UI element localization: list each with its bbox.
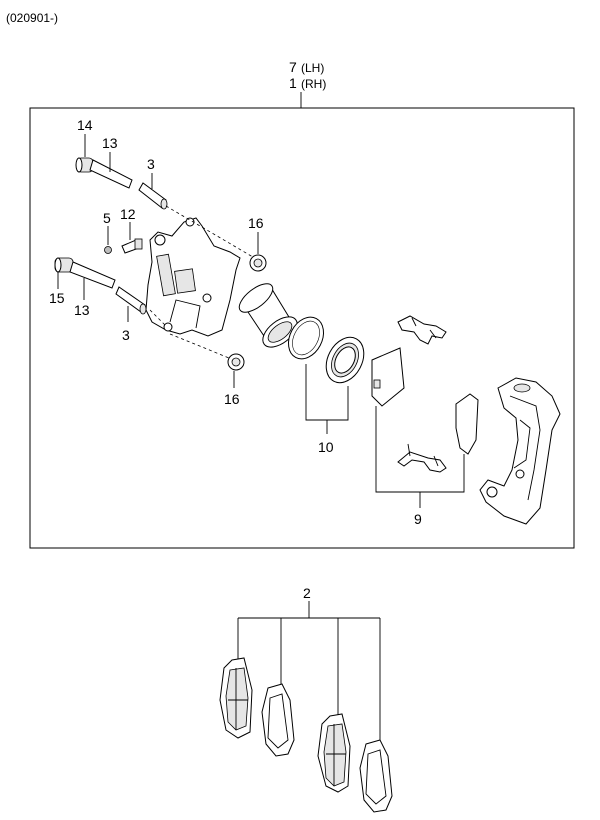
dust-cap-upper: [249, 254, 267, 272]
assembly-rh-number: 1: [289, 75, 297, 91]
guide-sleeve-lower: [115, 286, 147, 315]
callout-12: 12: [120, 206, 136, 222]
assembly-lh-number: 7: [289, 59, 297, 75]
callout-16-upper: 16: [248, 215, 264, 231]
callout-5: 5: [103, 210, 111, 226]
callout-16-lower: 16: [224, 391, 240, 407]
pad-clip-upper: [397, 315, 447, 345]
assembly-rh-side: (RH): [301, 77, 326, 91]
pad-clip-lower: [397, 443, 447, 473]
callout-3-lower: 3: [122, 327, 130, 343]
anti-squeal-shim-outer: [455, 393, 479, 455]
callout-13-upper: 13: [102, 135, 118, 151]
anti-squeal-shim-inner: [371, 347, 405, 407]
callout-15: 15: [49, 290, 65, 306]
dashed-line-lower: [169, 333, 235, 361]
callout-10: 10: [318, 439, 334, 455]
caliper-piston: [238, 283, 298, 348]
callout-3-upper: 3: [147, 156, 155, 172]
dust-cap-lower: [227, 353, 245, 371]
callout-9: 9: [414, 511, 422, 527]
brake-pad-1: [219, 657, 253, 739]
bracket-2: [237, 617, 381, 745]
piston-seal: [287, 316, 325, 360]
brake-pad-2: [261, 683, 295, 757]
piston-boot: [325, 336, 365, 384]
caliper-carrier: [479, 377, 561, 525]
callout-2: 2: [303, 585, 311, 601]
bracket-9: [375, 406, 465, 493]
caliper-assembly-frame: [29, 107, 575, 549]
guide-pin-upper: [75, 157, 133, 189]
diagram-code: (020901-): [6, 11, 58, 25]
assembly-label: 7 (LH) 1 (RH): [289, 59, 326, 91]
callout-14: 14: [77, 117, 93, 133]
assembly-lh-side: (LH): [301, 61, 324, 75]
callout-13-lower: 13: [74, 302, 90, 318]
brake-pad-4: [359, 739, 393, 813]
guide-pin-lower: [54, 257, 116, 289]
bleeder-cap: [104, 246, 112, 254]
caliper-housing: [145, 217, 241, 337]
bleeder-screw: [121, 238, 143, 254]
brake-pad-3: [317, 713, 351, 793]
dashed-line-sleeve: [149, 309, 167, 327]
guide-sleeve-upper: [138, 182, 168, 210]
